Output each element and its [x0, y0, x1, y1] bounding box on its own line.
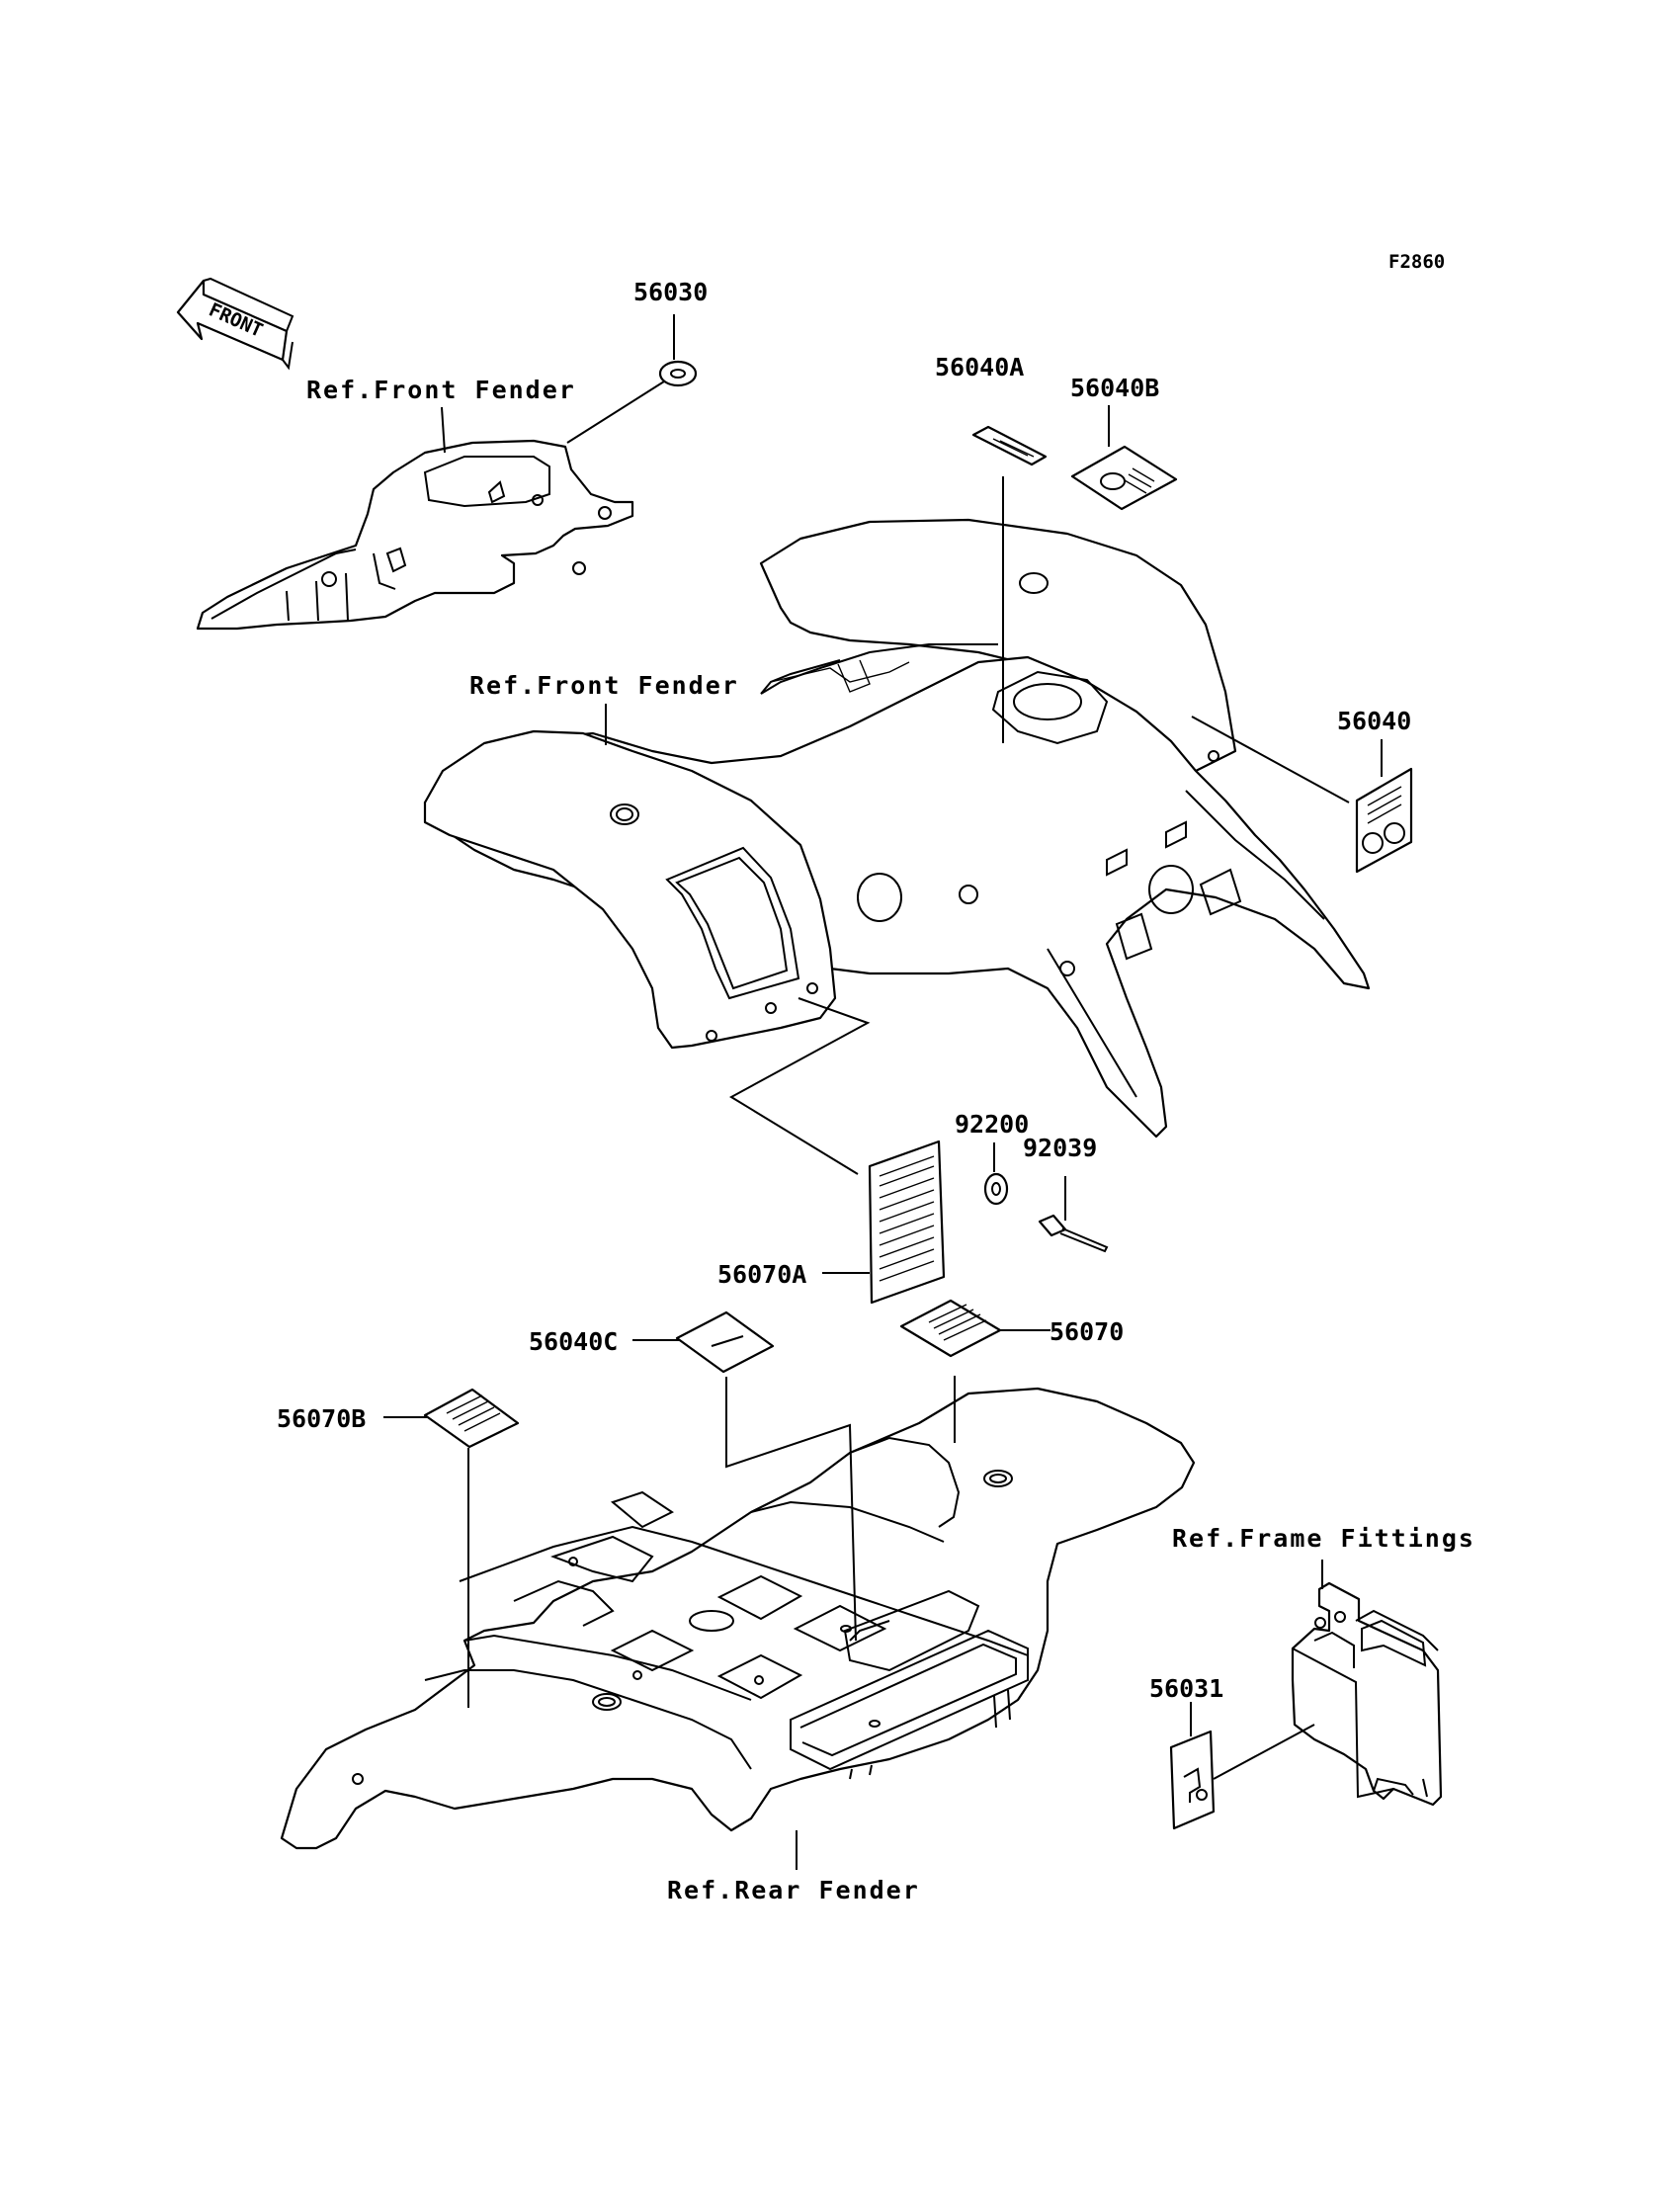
part-number-92039: 92039 — [1023, 1134, 1097, 1162]
decal-56070 — [899, 1299, 1002, 1358]
part-number-56040C: 56040C — [529, 1327, 618, 1356]
ref-rear-fender: Ref.Rear Fender — [667, 1876, 920, 1904]
decal-56040 — [1355, 767, 1413, 874]
part-number-56040A: 56040A — [935, 353, 1024, 381]
part-number-56030: 56030 — [633, 278, 708, 306]
decal-56070A — [868, 1140, 946, 1305]
decal-56040C — [675, 1310, 775, 1374]
rear-fender — [280, 1387, 1196, 1850]
leader-lines — [383, 314, 1383, 1870]
decal-56031 — [1169, 1730, 1216, 1830]
part-number-56070B: 56070B — [277, 1404, 366, 1433]
ref-front-fender-2: Ref.Front Fender — [469, 671, 739, 700]
frame-fittings-box — [1291, 1581, 1443, 1807]
ref-frame-fittings: Ref.Frame Fittings — [1172, 1524, 1475, 1553]
decal-56040B — [1070, 445, 1178, 511]
part-number-56070A: 56070A — [717, 1260, 806, 1289]
part-number-56070: 56070 — [1050, 1317, 1124, 1346]
part-number-56031: 56031 — [1149, 1674, 1223, 1703]
rivet-92039 — [1038, 1214, 1109, 1253]
decal-56040A — [971, 425, 1048, 466]
part-number-92200: 92200 — [955, 1110, 1029, 1139]
part-number-56040B: 56040B — [1070, 374, 1159, 402]
front-fender-small-part — [196, 439, 634, 631]
front-fender-main — [423, 518, 1371, 1139]
washer-92200 — [983, 1172, 1009, 1206]
decal-56070B — [423, 1388, 520, 1449]
washer-56030 — [658, 360, 698, 387]
front-arrow-icon: FRONT — [176, 277, 294, 371]
figure-code: F2860 — [1388, 251, 1445, 273]
part-number-56040: 56040 — [1337, 707, 1411, 735]
ref-front-fender-1: Ref.Front Fender — [306, 376, 576, 404]
